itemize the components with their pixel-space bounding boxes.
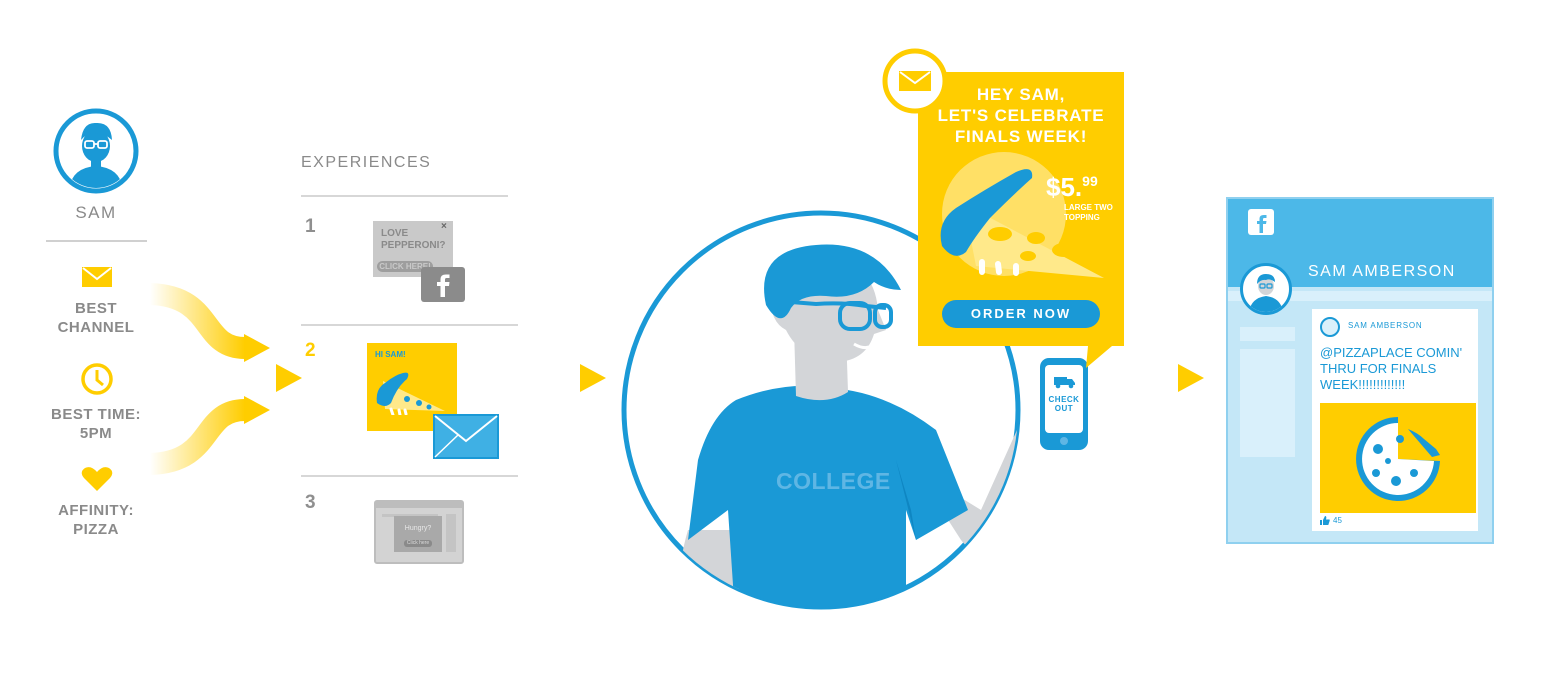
- heart-icon: [81, 467, 113, 491]
- attribute-channel-icon: [82, 267, 112, 287]
- attribute-channel-label: BEST CHANNEL: [57, 300, 135, 336]
- facebook-panel: SAM AMBERSON SAM AMBERSON @PIZZAPLACE CO…: [1226, 197, 1494, 544]
- shirt-text: COLLEGE: [776, 468, 891, 494]
- profile-name[interactable]: SAM AMBERSON: [1308, 263, 1456, 280]
- persona-avatar-icon: [53, 108, 139, 194]
- avatar-icon: [1249, 274, 1283, 312]
- experiences-divider-top: [301, 195, 508, 197]
- facebook-icon: [421, 267, 465, 302]
- browser-titlebar: [376, 502, 462, 508]
- like-count[interactable]: 45: [1320, 516, 1342, 525]
- email-badge: [882, 48, 948, 114]
- experience-card-3-text: Hungry?: [404, 525, 432, 532]
- phone-checkout-text[interactable]: CHECK OUT: [1048, 395, 1080, 413]
- email-ad-price-note: LARGE TWO TOPPING: [1064, 203, 1113, 222]
- post-avatar: [1320, 317, 1340, 337]
- phone-screen: CHECK OUT: [1045, 365, 1083, 433]
- price-cents: 99: [1082, 173, 1098, 189]
- phone-home-button: [1060, 437, 1068, 445]
- envelope-icon: [882, 48, 948, 114]
- experiences-divider-2: [301, 475, 518, 477]
- arrow-affinity: [149, 399, 246, 475]
- facebook-post: SAM AMBERSON @PIZZAPLACE COMIN' THRU FOR…: [1312, 309, 1478, 531]
- post-text: @PIZZAPLACE COMIN' THRU FOR FINALS WEEK!…: [1320, 345, 1463, 392]
- order-now-button[interactable]: ORDER NOW: [942, 300, 1100, 328]
- attribute-affinity-icon: [81, 466, 113, 492]
- persona-divider: [46, 240, 147, 242]
- arrow-to-facebook-head: [1178, 364, 1204, 392]
- profile-avatar[interactable]: [1240, 263, 1292, 315]
- attribute-time-icon: [80, 362, 114, 396]
- facebook-icon: [1248, 209, 1274, 235]
- browser-popup: Hungry? Click here: [394, 516, 442, 552]
- persona-name: SAM: [75, 203, 117, 222]
- pizza-icon: [1356, 417, 1440, 501]
- envelope-icon: [433, 414, 499, 459]
- attribute-time-label: BEST TIME: 5PM: [51, 406, 141, 442]
- pizza-slice-icon: [376, 372, 445, 415]
- delivery-truck-icon: [1054, 377, 1075, 389]
- persona-avatar: [53, 108, 139, 194]
- arrow-channel-head: [244, 334, 270, 362]
- pizza-slice-icon: [940, 152, 1104, 278]
- price-main: $5.: [1046, 172, 1083, 202]
- attribute-affinity-label: AFFINITY: PIZZA: [58, 502, 134, 538]
- experiences-divider-1: [301, 324, 518, 326]
- clock-icon: [81, 363, 113, 395]
- post-image: [1320, 403, 1476, 513]
- arrow-channel: [149, 283, 246, 359]
- experience-number-1: 1: [305, 216, 316, 237]
- like-count-value: 45: [1333, 516, 1342, 525]
- arrow-time-head: [276, 364, 302, 392]
- experience-card-3-button[interactable]: Click here: [404, 540, 432, 547]
- experience-number-2: 2: [305, 340, 316, 361]
- envelope-icon: [82, 267, 112, 287]
- experience-card-1-text: LOVE PEPPERONI?: [381, 228, 446, 251]
- post-author[interactable]: SAM AMBERSON: [1348, 321, 1423, 330]
- experience-card-1-button[interactable]: CLICK HERE!: [377, 261, 433, 272]
- experience-card-2[interactable]: HI SAM!: [367, 343, 457, 431]
- browser-icon[interactable]: Hungry? Click here: [374, 500, 464, 564]
- experience-number-3: 3: [305, 492, 316, 513]
- close-icon[interactable]: ×: [441, 221, 447, 232]
- arrow-affinity-head: [244, 396, 270, 424]
- phone: CHECK OUT: [1040, 358, 1088, 450]
- experience-card-2-text: HI SAM!: [375, 350, 406, 359]
- email-ad-price: $5.99: [1046, 172, 1098, 203]
- thumbs-up-icon: [1320, 516, 1330, 525]
- experiences-heading: EXPERIENCES: [301, 154, 432, 171]
- arrow-to-person-head: [580, 364, 606, 392]
- email-ad-headline: HEY SAM, LET'S CELEBRATE FINALS WEEK!: [937, 85, 1105, 146]
